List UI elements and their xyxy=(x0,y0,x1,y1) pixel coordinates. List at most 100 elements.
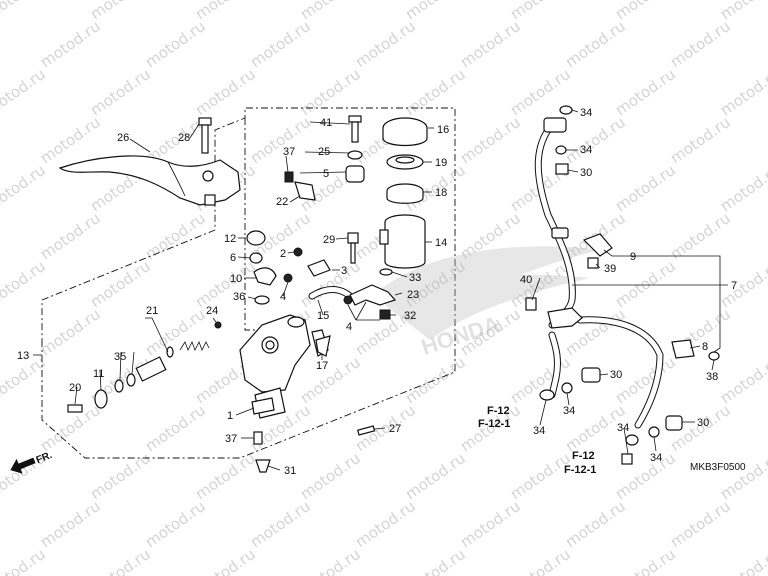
callout-4-right: 4 xyxy=(346,321,352,333)
callout-4-left: 4 xyxy=(280,291,286,303)
watermark-text: motod.ru xyxy=(37,497,104,551)
watermark-text: motod.ru xyxy=(0,545,49,576)
callout-37-bottom: 37 xyxy=(225,433,237,445)
ref-f121-upper: F-12-1 xyxy=(478,418,510,430)
watermark-text: motod.ru xyxy=(507,353,574,407)
watermark-text: motod.ru xyxy=(717,161,768,215)
watermark-text: motod.ru xyxy=(297,0,364,23)
watermark-text: motod.ru xyxy=(142,497,209,551)
reservoir-assembly xyxy=(379,117,428,269)
callout-33: 33 xyxy=(409,272,421,284)
callout-20: 20 xyxy=(69,382,81,394)
watermark-text: motod.ru xyxy=(192,65,259,119)
callout-numbers: 26 28 41 25 5 16 19 18 14 37 22 12 6 10 … xyxy=(17,107,737,477)
watermark-text: motod.ru xyxy=(717,353,768,407)
callout-5: 5 xyxy=(323,168,329,180)
watermark-text: motod.ru xyxy=(142,17,209,71)
watermark-text: motod.ru xyxy=(192,545,259,576)
callout-34-e: 34 xyxy=(617,422,629,434)
watermark-text: motod.ru xyxy=(0,0,49,23)
callout-16: 16 xyxy=(437,124,449,136)
watermark-text: motod.ru xyxy=(37,209,104,263)
callout-30-c: 30 xyxy=(697,417,709,429)
watermark-text: motod.ru xyxy=(612,257,679,311)
watermark-text: motod.ru xyxy=(402,0,469,23)
watermark-text: motod.ru xyxy=(192,257,259,311)
callout-35: 35 xyxy=(114,351,126,363)
callout-31: 31 xyxy=(284,465,296,477)
watermark-text: motod.ru xyxy=(192,0,259,23)
watermark-text: motod.ru xyxy=(192,449,259,503)
watermark-text: motod.ru xyxy=(87,257,154,311)
callout-2: 2 xyxy=(280,248,286,260)
callout-18: 18 xyxy=(435,187,447,199)
inlet-fittings xyxy=(246,230,293,305)
reservoir-hose xyxy=(308,286,356,302)
piston-kit xyxy=(67,321,222,413)
callout-34-b: 34 xyxy=(580,144,592,156)
callout-37-top: 37 xyxy=(283,146,295,158)
callout-25: 25 xyxy=(318,146,330,158)
watermark-text: motod.ru xyxy=(507,0,574,23)
watermark-text: motod.ru xyxy=(402,545,469,576)
watermark-text: motod.ru xyxy=(297,449,364,503)
front-arrow-icon xyxy=(10,457,36,474)
watermark-text: motod.ru xyxy=(37,17,104,71)
watermark-text: motod.ru xyxy=(247,497,314,551)
watermark-text: motod.ru xyxy=(562,497,629,551)
watermark-text: motod.ru xyxy=(667,209,734,263)
hose-clamp xyxy=(284,171,316,201)
watermark-text: motod.ru xyxy=(612,161,679,215)
callout-13: 13 xyxy=(17,350,29,362)
watermark-text: motod.ru xyxy=(297,65,364,119)
callout-8: 8 xyxy=(702,341,708,353)
callout-32: 32 xyxy=(404,310,416,322)
watermark-text: motod.ru xyxy=(717,545,768,576)
callout-10: 10 xyxy=(230,273,242,285)
callout-38: 38 xyxy=(706,371,718,383)
watermark-text: motod.ru xyxy=(717,65,768,119)
leader-lines xyxy=(33,109,728,471)
watermark-text: motod.ru xyxy=(297,545,364,576)
watermark-text: motod.ru xyxy=(142,401,209,455)
callout-14: 14 xyxy=(435,237,447,249)
watermark-text: motod.ru xyxy=(352,497,419,551)
callout-19: 19 xyxy=(435,157,447,169)
callout-34-d: 34 xyxy=(533,425,545,437)
callout-9: 9 xyxy=(630,251,636,263)
watermark-text: motod.ru xyxy=(717,449,768,503)
callout-34-f: 34 xyxy=(650,452,662,464)
reservoir-bolt-stack xyxy=(345,115,365,183)
callout-1: 1 xyxy=(227,410,233,422)
callout-3: 3 xyxy=(341,265,347,277)
watermark-text: motod.ru xyxy=(0,257,49,311)
reference-codes: F-12 F-12-1 F-12 F-12-1 MKB3F0500 xyxy=(478,405,746,476)
ref-f121-lower: F-12-1 xyxy=(564,464,596,476)
callout-21: 21 xyxy=(146,305,158,317)
callout-11: 11 xyxy=(93,368,104,380)
callout-41: 41 xyxy=(320,117,332,129)
watermark-text: motod.ru xyxy=(562,17,629,71)
watermark-text: motod.ru xyxy=(667,17,734,71)
watermark-text: motod.ru xyxy=(612,545,679,576)
watermark-text: motod.ru xyxy=(247,113,314,167)
callout-17: 17 xyxy=(316,360,328,372)
watermark-text: motod.ru xyxy=(297,353,364,407)
callout-30-a: 30 xyxy=(580,167,592,179)
watermark-text: motod.ru xyxy=(87,449,154,503)
lower-hardware xyxy=(251,335,376,473)
watermark-text: motod.ru xyxy=(457,113,524,167)
watermark-text: motod.ru xyxy=(717,257,768,311)
watermark-text: motod.ru xyxy=(87,545,154,576)
callout-6: 6 xyxy=(230,252,236,264)
pivot-bolt xyxy=(198,117,212,154)
callout-40: 40 xyxy=(520,274,532,286)
diagram-code: MKB3F0500 xyxy=(690,462,746,473)
watermark-text: motod.ru xyxy=(402,65,469,119)
watermark-text: motod.ru xyxy=(667,497,734,551)
watermark-text: motod.ru xyxy=(612,0,679,23)
brake-lever xyxy=(58,155,241,206)
watermark-text: motod.ru xyxy=(507,545,574,576)
ref-f12-upper: F-12 xyxy=(487,405,510,417)
